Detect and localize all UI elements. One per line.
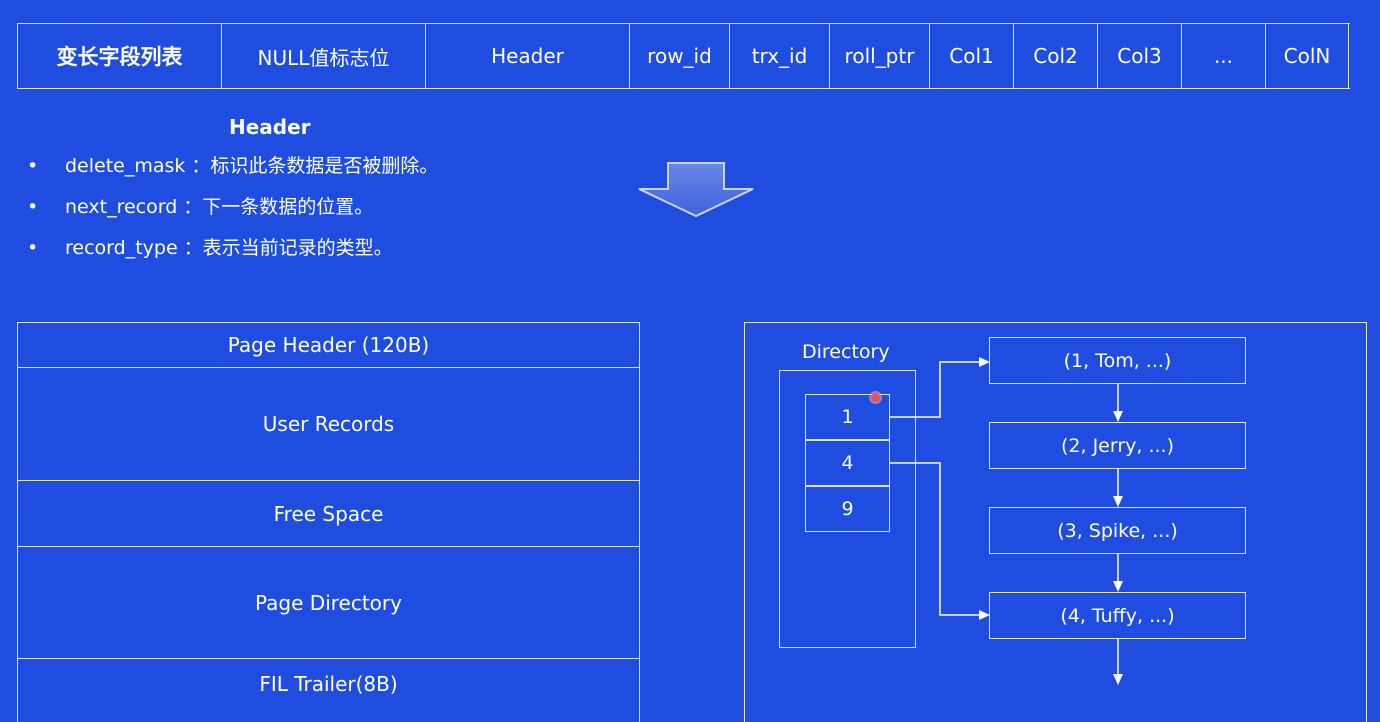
row-cell-trx-id: trx_id <box>730 24 830 88</box>
user-records-section: User Records <box>18 368 639 481</box>
free-space-section: Free Space <box>18 481 639 547</box>
record-box: (2, Jerry, ...) <box>989 422 1246 469</box>
list-item: • next_record ：下一条数据的位置。 <box>27 191 438 232</box>
row-cell-null-flags: NULL值标志位 <box>222 24 426 88</box>
row-cell-col3: Col3 <box>1098 24 1182 88</box>
list-item: • record_type ：表示当前记录的类型。 <box>27 232 438 273</box>
down-arrow-icon <box>638 162 754 218</box>
bullet-icon: • <box>27 155 39 177</box>
row-cell-ellipsis: ... <box>1182 24 1266 88</box>
field-description: ：下一条数据的位置。 <box>183 196 374 218</box>
directory-slot: 4 <box>805 440 890 486</box>
row-cell-coln: ColN <box>1266 24 1349 88</box>
directory-slot: 9 <box>805 486 890 532</box>
row-format-table: 变长字段列表 NULL值标志位 Header row_id trx_id rol… <box>17 23 1350 89</box>
field-name: next_record <box>65 196 178 218</box>
directory-title: Directory <box>802 341 890 363</box>
field-name: record_type <box>65 237 178 259</box>
row-cell-col1: Col1 <box>930 24 1014 88</box>
page-directory-section: Page Directory <box>18 547 639 659</box>
bullet-icon: • <box>27 196 39 218</box>
bullet-icon: • <box>27 237 39 259</box>
row-cell-col2: Col2 <box>1014 24 1098 88</box>
list-item: • delete_mask ：标识此条数据是否被删除。 <box>27 150 438 191</box>
row-cell-header: Header <box>426 24 630 88</box>
field-description: ：标识此条数据是否被删除。 <box>191 155 439 177</box>
directory-panel <box>744 322 1367 722</box>
record-box: (3, Spike, ...) <box>989 507 1246 554</box>
header-section-title: Header <box>229 115 311 139</box>
record-box: (1, Tom, ...) <box>989 337 1246 384</box>
fil-trailer-section: FIL Trailer(8B) <box>259 672 398 696</box>
page-structure: Page Header (120B) User Records Free Spa… <box>17 322 640 722</box>
pointer-dot <box>871 393 880 402</box>
field-description: ：表示当前记录的类型。 <box>183 237 393 259</box>
field-name: delete_mask <box>65 155 186 177</box>
row-cell-varlen-list: 变长字段列表 <box>18 24 222 88</box>
page-header-section: Page Header (120B) <box>18 323 639 368</box>
directory-slot: 1 <box>805 394 890 440</box>
header-field-list: • delete_mask ：标识此条数据是否被删除。 • next_recor… <box>27 150 438 273</box>
record-box: (4, Tuffy, ...) <box>989 592 1246 639</box>
row-cell-roll-ptr: roll_ptr <box>830 24 930 88</box>
row-cell-row-id: row_id <box>630 24 730 88</box>
